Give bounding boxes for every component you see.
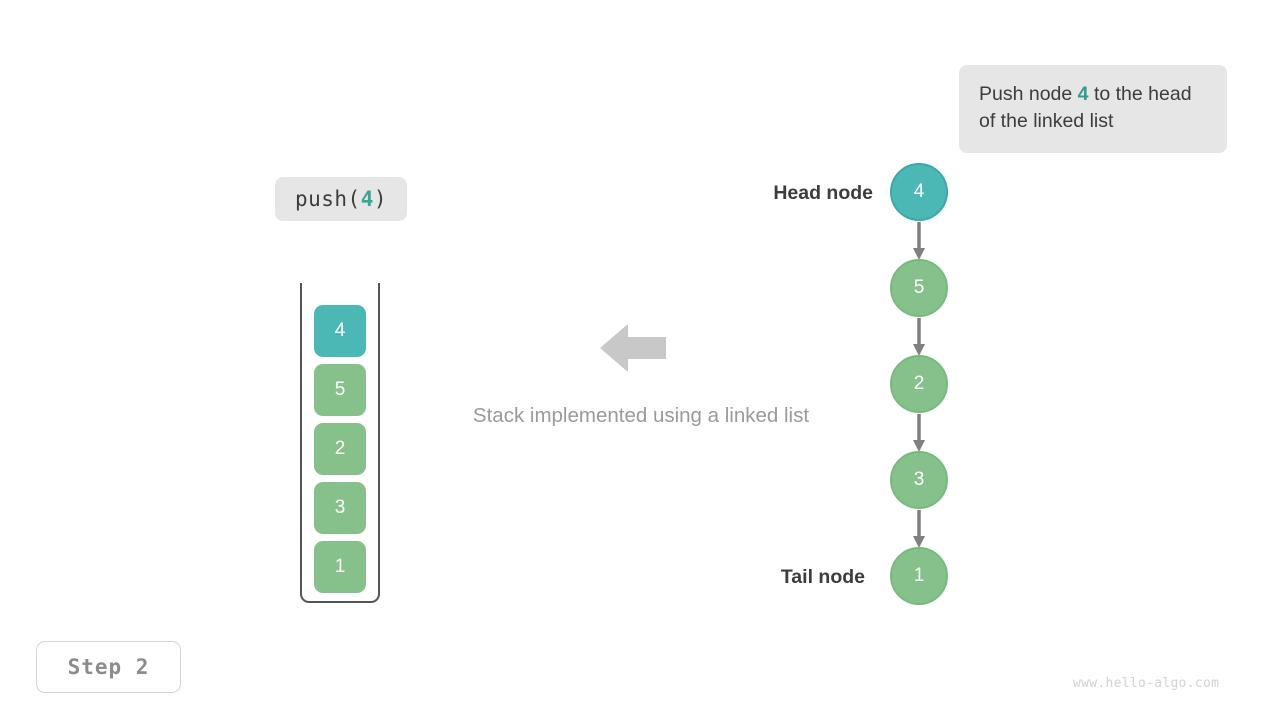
left-arrow-icon bbox=[600, 324, 666, 372]
node-value: 5 bbox=[913, 277, 925, 298]
site-watermark: www.hello-algo.com bbox=[1073, 676, 1220, 691]
callout-text-before: Push node bbox=[979, 83, 1078, 105]
head-node-label: Head node bbox=[773, 182, 873, 204]
stack-cell: 2 bbox=[314, 423, 366, 475]
push-description-callout: Push node 4 to the head of the linked li… bbox=[959, 65, 1227, 153]
step-badge: Step 2 bbox=[36, 641, 181, 693]
stack-diagram: 4 5 2 3 1 bbox=[300, 283, 380, 603]
stack-cell-value: 4 bbox=[334, 320, 346, 341]
node-value: 1 bbox=[913, 565, 925, 586]
linked-list-node: 4 bbox=[890, 163, 948, 221]
push-label-value: 4 bbox=[360, 187, 374, 211]
stack-cell: 4 bbox=[314, 305, 366, 357]
linked-list-node: 1 bbox=[890, 547, 948, 605]
push-operation-label: push(4) bbox=[275, 177, 407, 221]
linked-list-node: 2 bbox=[890, 355, 948, 413]
stack-cell-value: 1 bbox=[334, 556, 346, 577]
push-label-suffix: ) bbox=[373, 187, 388, 211]
callout-text-after: to the head of the linked list bbox=[979, 83, 1192, 132]
linked-list-node: 3 bbox=[890, 451, 948, 509]
tail-node-label: Tail node bbox=[780, 566, 865, 588]
callout-accent-value: 4 bbox=[1077, 83, 1089, 105]
node-value: 4 bbox=[913, 181, 925, 202]
stack-cell-value: 5 bbox=[334, 379, 346, 400]
linked-list-node: 5 bbox=[890, 259, 948, 317]
node-value: 3 bbox=[913, 469, 925, 490]
stack-cell-value: 3 bbox=[334, 497, 346, 518]
stack-cell: 1 bbox=[314, 541, 366, 593]
push-label-prefix: push( bbox=[294, 187, 361, 211]
stack-cell: 3 bbox=[314, 482, 366, 534]
stack-cell-value: 2 bbox=[334, 438, 346, 459]
stack-cell: 5 bbox=[314, 364, 366, 416]
stack-container-walls bbox=[300, 283, 380, 603]
diagram-caption: Stack implemented using a linked list bbox=[472, 404, 810, 427]
node-value: 2 bbox=[913, 373, 925, 394]
